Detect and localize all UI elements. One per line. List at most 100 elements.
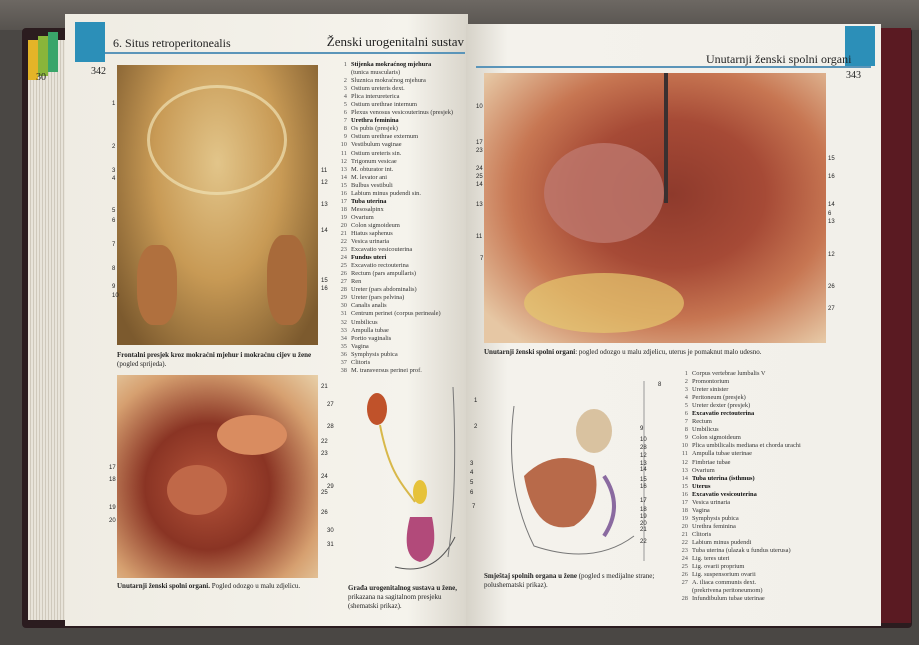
legend-number: 13 — [681, 466, 688, 474]
legend-number: 5 — [684, 402, 688, 410]
header-rule — [105, 52, 465, 54]
legend-item: (tunica muscularis) — [335, 69, 453, 77]
legend-number: 10 — [681, 442, 688, 450]
callout-number: 14 — [321, 228, 328, 234]
legend-number: 25 — [681, 563, 688, 571]
legend-term: Ureter dexter (presjek) — [692, 402, 751, 410]
callout-number: 23 — [321, 451, 328, 457]
callout-number: 24 — [321, 474, 328, 480]
legend-term: Vestibulum vaginae — [351, 141, 402, 149]
callout-number: 16 — [828, 174, 835, 180]
legend-number: 23 — [681, 547, 688, 555]
callout-number: 7 — [472, 504, 476, 510]
legend-term: Symphysis pubica — [351, 350, 398, 358]
legend-number: 29 — [340, 294, 347, 302]
callout-number: 13 — [828, 219, 835, 225]
callout-number: 14 — [640, 467, 647, 473]
legend-number: 9 — [343, 133, 347, 141]
legend-term: Hiatus saphenus — [351, 229, 393, 237]
legend-number: 8 — [343, 125, 347, 133]
legend-number: 4 — [684, 394, 688, 402]
legend-term: M. transversus perinei prof. — [351, 366, 422, 374]
legend-term: Tuba uterina (ulazak u fundus uterusa) — [692, 547, 791, 555]
legend-term: Ostium ureteris dext. — [351, 85, 405, 93]
legend-number: 36 — [340, 350, 347, 358]
callout-number: 13 — [476, 202, 483, 208]
legend-term: Clitoris — [351, 358, 371, 366]
callout-number: 21 — [321, 384, 328, 390]
callout-number: 5 — [112, 208, 116, 214]
legend-number: 15 — [340, 181, 347, 189]
callout-number: 22 — [321, 439, 328, 445]
legend-number: 21 — [340, 229, 347, 237]
legend-term: Plica umbilicalis mediana et chorda urac… — [692, 442, 801, 450]
callout-number: 12 — [828, 252, 835, 258]
callout-number: 3 — [112, 168, 116, 174]
callout-number: 12 — [640, 453, 647, 459]
legend-term: Excavatio rectouterina — [692, 410, 755, 418]
callout-number: 17 — [476, 140, 483, 146]
legend-number: 6 — [684, 410, 688, 418]
sagittal-diagram — [511, 381, 645, 561]
legend-item: 10 Vestibulum vaginae — [335, 141, 453, 149]
callout-number: 12 — [321, 180, 328, 186]
legend-number: 10 — [340, 141, 347, 149]
callout-number: 23 — [476, 148, 483, 154]
caption-diagram: Građa urogenitalnog sustava u žene, prik… — [348, 584, 460, 611]
photo-pelvis-view — [484, 73, 826, 343]
legend-item: 23 Tuba uterina (ulazak u fundus uterusa) — [676, 547, 801, 555]
thumb-tab — [48, 32, 58, 72]
thumb-tab — [28, 40, 38, 80]
legend-term: Urethra feminina — [692, 522, 736, 530]
legend-item: 21 Hiatus saphenus — [335, 230, 453, 238]
uterus-shape — [524, 458, 597, 528]
caption-pelvis-view: Unutarnji ženski spolni organi: pogled o… — [484, 348, 844, 357]
legend-term: Tuba uterina (isthmus) — [692, 474, 755, 482]
legend-number: 7 — [343, 117, 347, 125]
callout-number: 10 — [640, 437, 647, 443]
legend-number: 32 — [340, 318, 347, 326]
legend-term: Ureter (pars abdominalis) — [351, 286, 417, 294]
body-outline — [447, 386, 456, 558]
legend-number: 6 — [343, 109, 347, 117]
legend-term: Stijenka mokraćnog mjehura — [351, 61, 432, 68]
callout-number: 7 — [112, 242, 116, 248]
legend-number: 37 — [340, 358, 347, 366]
legend-number: 18 — [681, 506, 688, 514]
callout-number: 30 — [327, 528, 334, 534]
callout-number: 29 — [327, 484, 334, 490]
caption-text: (pogled sprijeda). — [117, 360, 167, 368]
caption-text: : pogled odozgo u malu zdjelicu, uterus … — [575, 348, 762, 356]
legend-term: Portio vaginalis — [351, 334, 392, 342]
legend-number: 27 — [681, 579, 688, 587]
outline — [394, 536, 456, 570]
legend-number: 1 — [684, 370, 688, 377]
legend-number: 16 — [340, 189, 347, 197]
ureter-shape — [379, 424, 416, 503]
caption-pelvis: Unutarnji ženski spolni organi. Pogled o… — [117, 582, 322, 591]
legend-term: Umbilicus — [692, 426, 719, 434]
header-rule — [476, 66, 871, 68]
callout-number: 20 — [109, 518, 116, 524]
callout-number: 9 — [640, 426, 644, 432]
legend-term: Lig. teres uteri — [692, 555, 730, 563]
callout-number: 20 — [640, 521, 647, 527]
